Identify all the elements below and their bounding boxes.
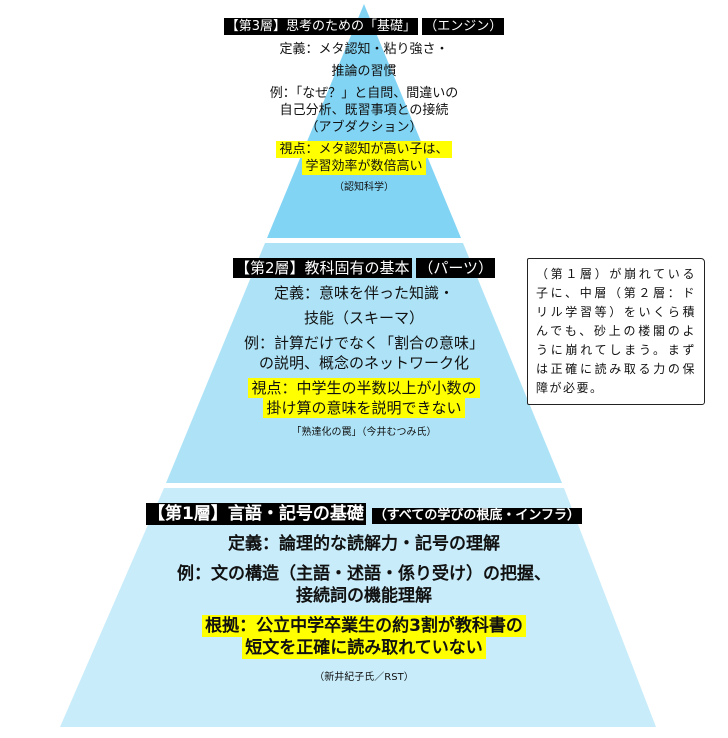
layer3-source: （認知科学） <box>334 182 394 193</box>
layer1-source: （新井紀子氏／RST） <box>314 672 414 683</box>
layer3-subtitle: （エンジン） <box>422 18 505 35</box>
layer1-title: 【第1層】言語・記号の基礎 <box>146 503 366 525</box>
side-note: （第１層）が崩れている子に、中層（第２層：ドリル学習等）をいくら積んでも、砂上の… <box>527 258 705 405</box>
layer1-evidence-cont: 短文を正確に読み取れていない <box>242 637 486 659</box>
layer2-content: 【第2層】教科固有の基本 （パーツ） 定義：意味を伴った知識・ 技能（スキーマ）… <box>0 258 728 443</box>
layer3-example: 例：「なぜ？」と自問、間違いの <box>269 86 459 101</box>
layer1-shape <box>60 488 656 727</box>
layer2-example-cont: の説明、概念のネットワーク化 <box>258 354 469 372</box>
layer2-example: 例：計算だけでなく「割合の意味」 <box>243 334 484 352</box>
layer3-example-cont: 自己分析、既習事項との接続 <box>279 103 449 118</box>
layer2-definition-cont: 技能（スキーマ） <box>303 309 424 327</box>
layer1-definition: 定義：論理的な読解力・記号の理解 <box>228 534 500 554</box>
layer2-subtitle: （パーツ） <box>416 258 496 278</box>
layer2-definition: 定義：意味を伴った知識・ <box>273 284 454 302</box>
layer1-subtitle: （すべての学びの根底・インフラ） <box>371 508 582 524</box>
layer1-content: 【第1層】言語・記号の基礎 （すべての学びの根底・インフラ） 定義：論理的な読解… <box>0 503 728 689</box>
layer1-example-cont: 接続詞の機能理解 <box>296 586 432 606</box>
layer3-point: 視点：メタ認知が高い子は、 <box>276 141 452 158</box>
layer2-point-cont: 掛け算の意味を説明できない <box>263 398 465 418</box>
layer1-evidence: 根拠：公立中学卒業生の約3割が教科書の <box>202 615 526 637</box>
layer2-shape <box>166 243 562 483</box>
layer2-point: 視点：中学生の半数以上が小数の <box>248 378 480 398</box>
layer2-title: 【第2層】教科固有の基本 <box>232 258 412 278</box>
layer3-title: 【第3層】思考のための「基礎」 <box>223 18 419 35</box>
layer3-definition-cont: 推論の習慣 <box>331 64 397 79</box>
layer1-example: 例：文の構造（主語・述語・係り受け）の把握、 <box>177 564 551 584</box>
layer3-content: 【第3層】思考のための「基礎」 （エンジン） 定義：メタ認知・粘り強さ・ 推論の… <box>0 18 728 196</box>
layer2-source: 「熟達化の罠」（今井むつみ氏） <box>291 427 437 438</box>
layer3-definition: 定義：メタ認知・粘り強さ・ <box>279 42 449 57</box>
layer3-point-cont: 学習効率が数倍高い <box>302 158 426 175</box>
layer3-example-cont2: （アブダクション） <box>305 120 423 135</box>
layer3-shape <box>267 4 461 238</box>
